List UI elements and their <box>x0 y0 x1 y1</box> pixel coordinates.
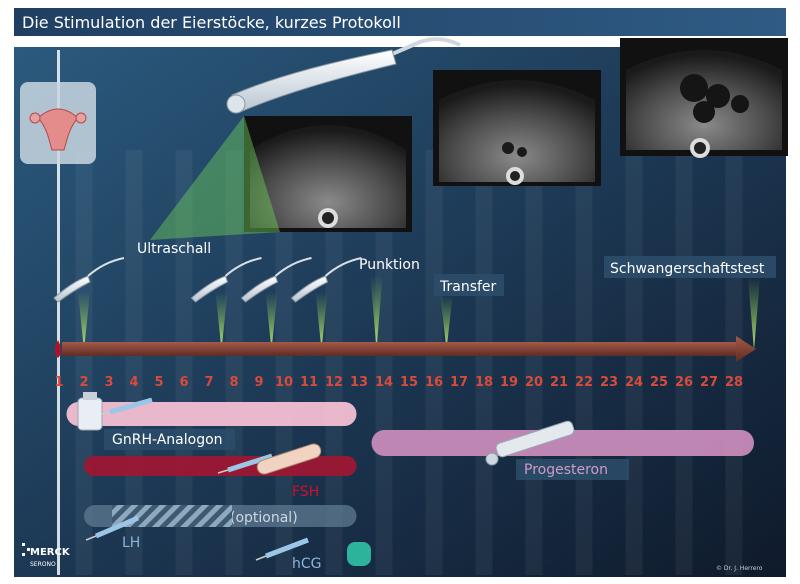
day-number: 11 <box>300 375 318 390</box>
ultrasound-beams <box>53 257 760 350</box>
day-stripe <box>475 150 493 575</box>
ultrasound-beam <box>265 292 278 350</box>
day-number: 8 <box>229 375 238 390</box>
syringe-icon-1 <box>101 397 153 415</box>
start-line <box>57 50 60 575</box>
ultrasound-beam <box>215 292 228 350</box>
small-probe-icon <box>240 257 312 303</box>
small-probe-icon <box>53 257 125 303</box>
day-stripe <box>525 150 543 575</box>
day-number: 18 <box>475 375 493 390</box>
ultrasound-image-3 <box>620 38 788 158</box>
bar-hcg <box>347 542 371 566</box>
day-stripe <box>675 150 693 575</box>
day-number: 4 <box>129 375 138 390</box>
bar-progesteron <box>371 430 754 456</box>
logo-line2: SERONO <box>30 561 56 568</box>
fsh-pen-icon <box>256 443 322 475</box>
day-number: 24 <box>625 375 643 390</box>
day-stripe <box>725 150 743 575</box>
day-number: 3 <box>104 375 113 390</box>
ultrasound-beam <box>315 292 328 350</box>
day-number: 5 <box>154 375 163 390</box>
day-number: 14 <box>375 375 393 390</box>
day-number: 16 <box>425 375 443 390</box>
day-number: 20 <box>525 375 543 390</box>
ultrasound-beam <box>748 278 760 350</box>
day-number: 12 <box>325 375 343 390</box>
label-transfer: Transfer <box>439 279 497 295</box>
day-number: 6 <box>179 375 188 390</box>
page-title: Die Stimulation der Eierstöcke, kurzes P… <box>22 13 401 32</box>
day-number: 15 <box>400 375 418 390</box>
ultrasound-beam <box>78 292 90 350</box>
day-number: 27 <box>700 375 718 390</box>
ultrasound-beam <box>370 276 383 350</box>
day-stripe <box>375 150 393 575</box>
medication-label-box <box>104 429 235 450</box>
label-schwangerschaftstest: Schwangerschaftstest <box>610 261 765 277</box>
syringe-icon-2 <box>217 453 273 474</box>
label-ultraschall: Ultraschall <box>137 241 211 257</box>
day-number: 21 <box>550 375 568 390</box>
day-stripe <box>575 150 593 575</box>
uterus-icon <box>20 82 96 164</box>
label-punktion: Punktion <box>359 257 420 273</box>
day-number: 7 <box>204 375 213 390</box>
medication-label: hCG <box>292 556 322 572</box>
day-number: 17 <box>450 375 468 390</box>
ultrasound-cone <box>150 116 280 240</box>
medication-label: Progesteron <box>524 462 608 478</box>
vial-icon <box>77 392 103 431</box>
day-number: 25 <box>650 375 668 390</box>
ultrasound-image-1 <box>244 116 412 232</box>
blood-drop-icon <box>55 340 61 358</box>
bar-gnrhanalogon <box>66 402 357 426</box>
bar-lh-hatched <box>112 505 232 527</box>
day-number: 10 <box>275 375 293 390</box>
medication-label-box <box>516 459 629 480</box>
small-probe-icon <box>290 257 362 303</box>
day-stripe <box>425 150 443 575</box>
progesteron-applicator-icon <box>485 420 575 466</box>
ultrasound-image-2 <box>433 70 601 186</box>
syringe-icon-4 <box>255 537 309 561</box>
day-number: 9 <box>254 375 263 390</box>
day-number: 22 <box>575 375 593 390</box>
day-stripe <box>625 150 643 575</box>
small-probe-icon <box>190 257 262 303</box>
title-bar <box>14 8 786 36</box>
day-number: 13 <box>350 375 368 390</box>
timeline-arrow <box>62 336 756 362</box>
logo-line1: MERCK <box>30 547 71 558</box>
schwangerschaftstest-box: Schwangerschaftstest <box>604 256 776 278</box>
day-number: 26 <box>675 375 693 390</box>
day-number: 2 <box>79 375 88 390</box>
medication-label: FSH <box>292 484 319 500</box>
medication-label: LH <box>122 535 140 551</box>
day-number: 1 <box>54 375 63 390</box>
syringe-icon-3 <box>85 515 139 541</box>
day-number: 23 <box>600 375 618 390</box>
medication-label: GnRH-Analogon <box>112 432 223 448</box>
large-probe-icon <box>226 37 461 114</box>
medication-label: (optional) <box>230 510 298 526</box>
ultrasound-beam <box>440 296 453 350</box>
merck-serono-logo: MERCK SERONO <box>22 543 71 568</box>
day-number: 19 <box>500 375 518 390</box>
copyright-credit: © Dr. J. Herrero <box>716 565 763 572</box>
transfer-box: Transfer <box>434 274 504 296</box>
day-number: 28 <box>725 375 743 390</box>
